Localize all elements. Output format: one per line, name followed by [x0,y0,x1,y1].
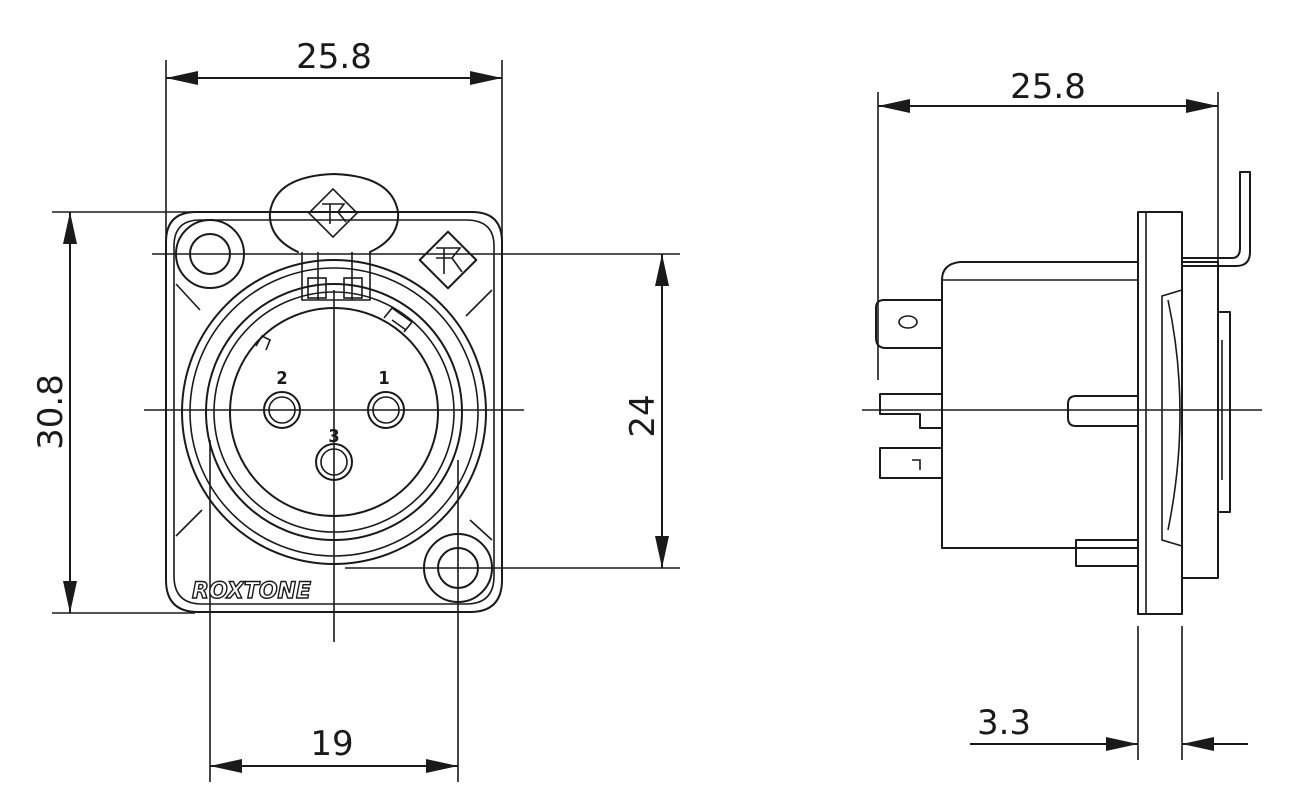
front-center-lines [144,290,524,642]
brand-logo: ROXTONE [192,579,311,604]
bottom-dimension: 19 [209,440,459,782]
side-flange [1137,211,1183,615]
side-front-face [1161,261,1231,579]
solder-lug-top [875,299,943,349]
front-height-dimension: 30.8 [31,211,290,614]
pin-2-label: 2 [276,368,287,389]
pin-1-label: 1 [378,368,389,389]
front-width-dimension: 25.8 [165,37,503,250]
hole-spacing-label: 24 [623,394,663,437]
flange-thickness-dimension: 3.3 [970,626,1248,760]
side-latch-lever [1181,171,1251,267]
solder-lug-bottom [879,447,943,479]
latch-tab [268,173,400,301]
hole-spacing-dimension: 24 [152,253,680,569]
flange-thickness-label: 3.3 [977,703,1031,743]
front-height-label: 30.8 [31,374,71,450]
mounting-hole-top-left [175,219,245,289]
side-view: 25.8 3.3 [862,67,1262,760]
side-width-dimension: 25.8 [877,67,1219,380]
pin-2: 2 [263,368,301,429]
corner-logo-icon [418,230,478,290]
pin-1: 1 [367,368,405,429]
mounting-hole-bottom-right [423,533,493,603]
side-body [941,261,1139,567]
front-view: 25.8 30.8 24 19 [31,37,680,782]
side-width-label: 25.8 [1010,67,1086,107]
front-width-label: 25.8 [296,37,372,77]
latch-logo-icon [307,187,359,239]
solder-lug-middle [879,393,943,429]
bottom-dimension-label: 19 [310,724,353,764]
